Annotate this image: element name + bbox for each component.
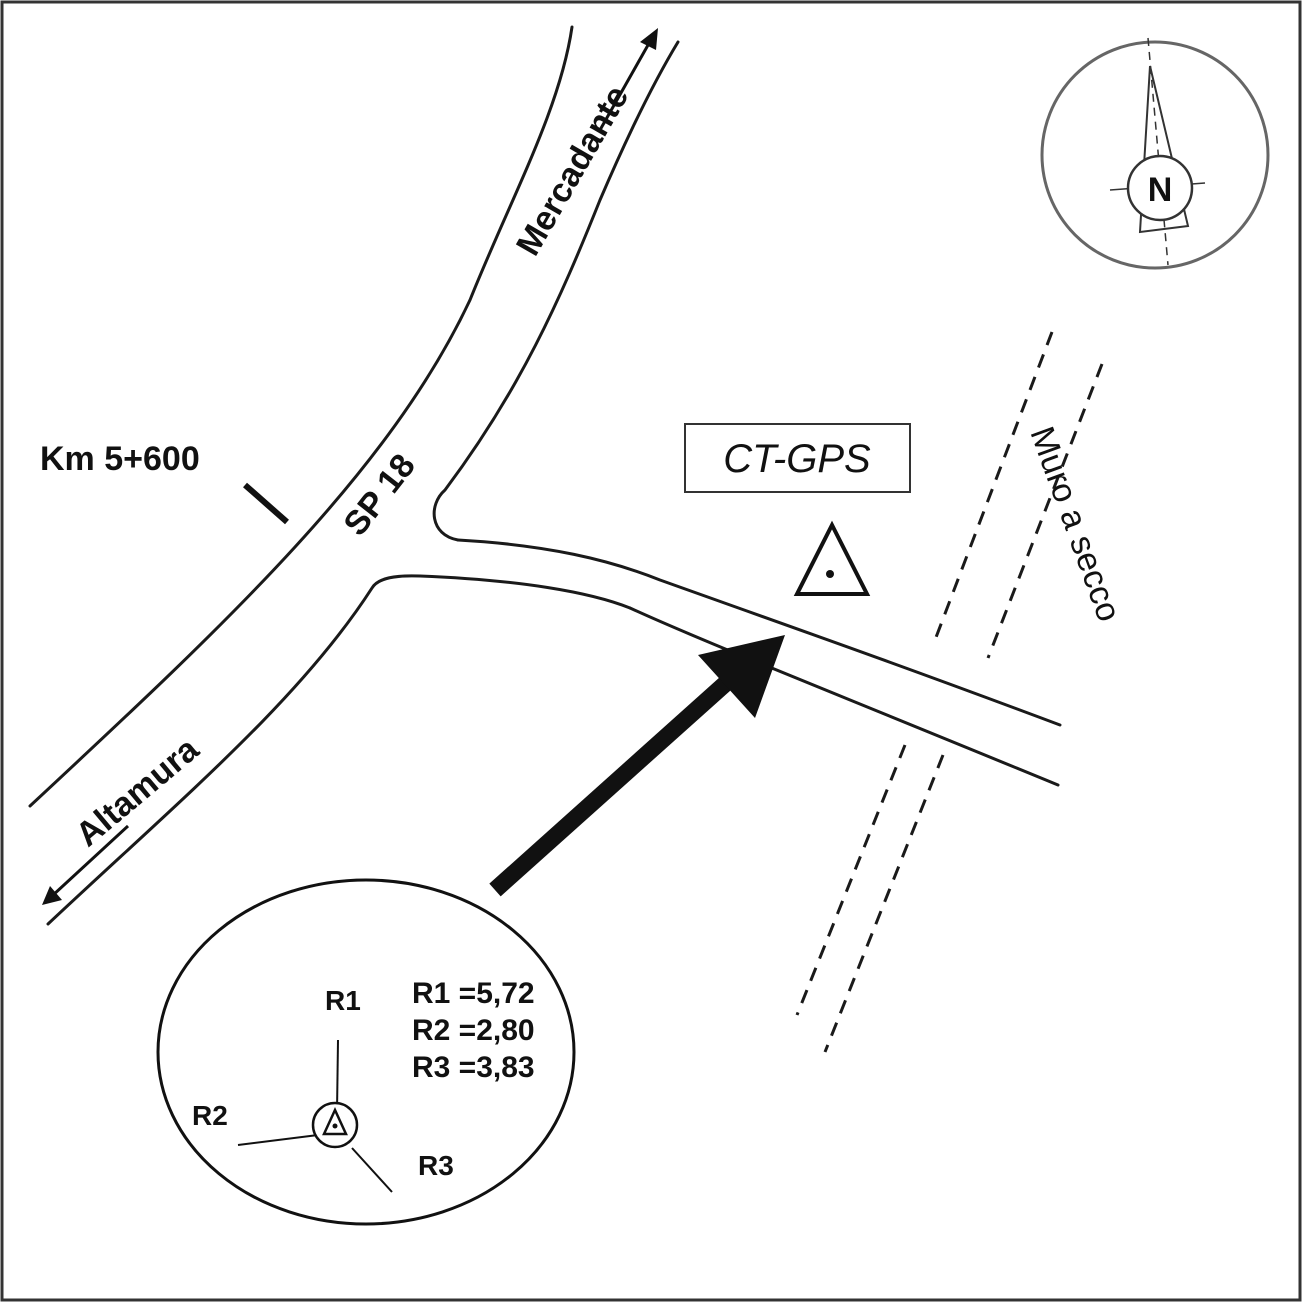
reference-label-r1: R1 bbox=[325, 985, 361, 1016]
direction-arrow-altamura bbox=[42, 824, 130, 905]
compass-north-label: N bbox=[1148, 171, 1173, 209]
reference-detail-inset: R1 R2 R3 R1 =5,72 R2 =2,80 R3 =3,83 bbox=[156, 878, 576, 1226]
dry-stone-wall bbox=[795, 331, 1104, 1053]
kilometer-mark-label: Km 5+600 bbox=[40, 440, 200, 478]
reference-label-r3: R3 bbox=[418, 1150, 454, 1181]
station-label-box bbox=[684, 423, 911, 493]
distance-r2: R2 =2,80 bbox=[412, 1014, 535, 1047]
compass-north-icon: N bbox=[1040, 37, 1270, 270]
distance-r1: R1 =5,72 bbox=[412, 977, 535, 1010]
road-sp18 bbox=[28, 25, 1062, 926]
reference-label-r2: R2 bbox=[192, 1100, 228, 1131]
station-label: CT-GPS bbox=[723, 437, 871, 481]
direction-arrow-mercadante bbox=[598, 28, 658, 131]
distance-r3: R3 =3,83 bbox=[412, 1051, 535, 1084]
gps-station-icon bbox=[793, 520, 871, 596]
pointer-arrow-icon bbox=[489, 635, 785, 897]
kilometer-marker-tick bbox=[243, 482, 289, 525]
